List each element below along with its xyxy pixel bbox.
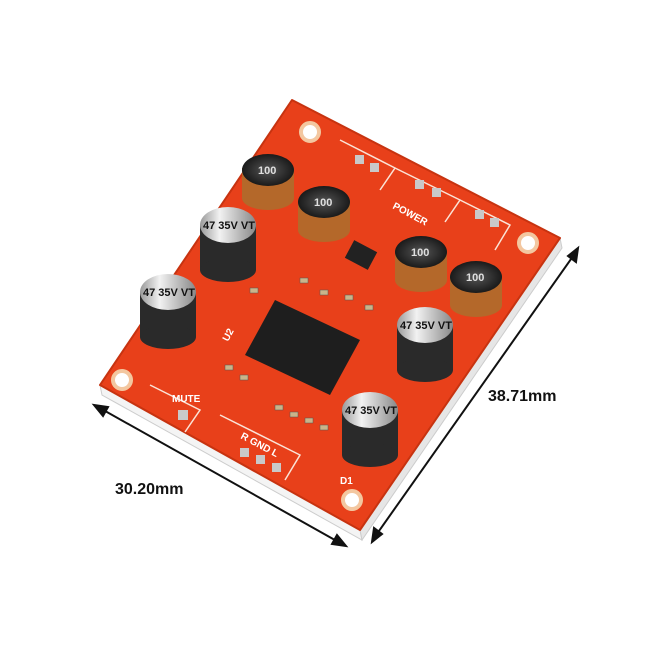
- silkscreen-mute-label: MUTE: [172, 394, 201, 405]
- capacitor-rating-label: 47 35V VT: [400, 320, 452, 332]
- capacitors: [140, 207, 453, 467]
- inductor-value-label: 100: [314, 197, 332, 209]
- pads: [178, 155, 499, 472]
- inductors: [242, 154, 502, 317]
- length-dimension-arrow: [370, 245, 580, 545]
- length-dimension-label: 38.71mm: [488, 388, 557, 405]
- capacitor-rating-label: 47 35V VT: [203, 220, 255, 232]
- amplifier-chip: [245, 300, 360, 395]
- smd-components: [224, 277, 374, 431]
- silkscreen-u2-label: U2: [221, 327, 237, 344]
- inductor-value-label: 100: [466, 272, 484, 284]
- capacitor-rating-label: 47 35V VT: [345, 405, 397, 417]
- inductor-value-label: 100: [411, 247, 429, 259]
- capacitor-labels: 47 35V VT 47 35V VT 47 35V VT 47 35V VT: [143, 220, 452, 417]
- inductor-labels: 100 100 100 100: [258, 165, 484, 284]
- silkscreen: [149, 139, 512, 481]
- diode: [344, 240, 378, 270]
- capacitor-rating-label: 47 35V VT: [143, 287, 195, 299]
- inductor-value-label: 100: [258, 165, 276, 177]
- silkscreen-d1-label: D1: [340, 476, 353, 487]
- width-dimension-label: 30.20mm: [115, 481, 184, 498]
- mounting-holes: [111, 121, 539, 511]
- width-dimension-arrow: [91, 403, 349, 548]
